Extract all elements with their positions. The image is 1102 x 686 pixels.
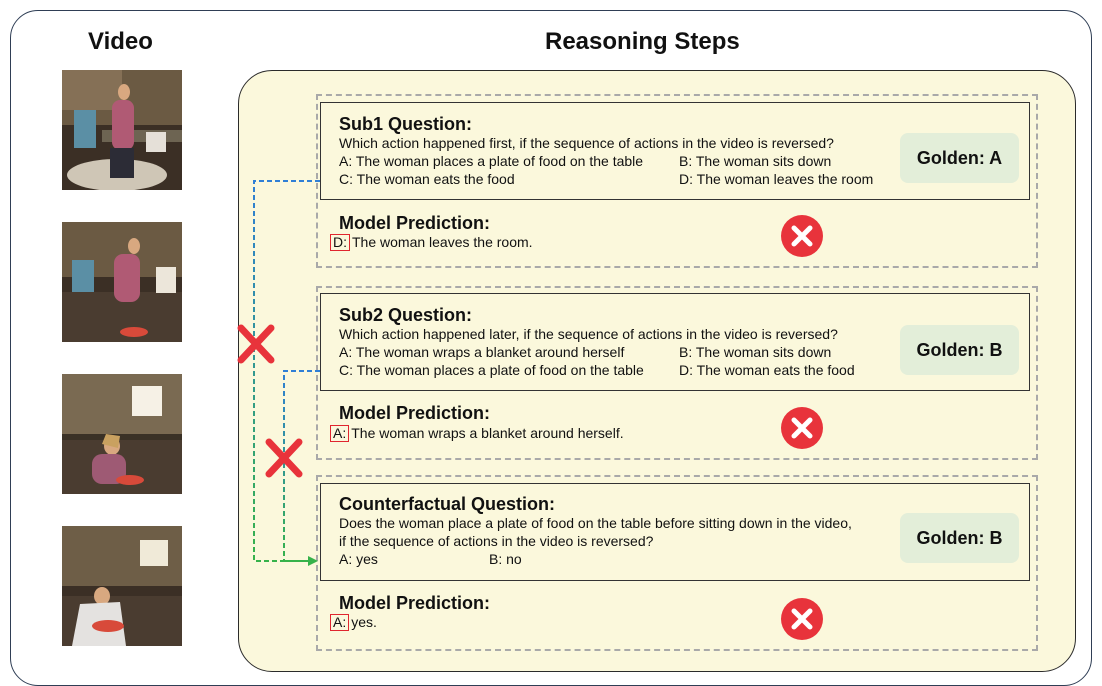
sub2-question-text: Which action happened later, if the sequ… xyxy=(339,326,838,342)
sub2-option-b: B: The woman sits down xyxy=(679,344,832,360)
counterfactual-prediction-title: Model Prediction: xyxy=(339,593,491,613)
video-frame-1 xyxy=(62,70,182,190)
step-sub2 xyxy=(316,286,1038,460)
sub1-question-text: Which action happened first, if the sequ… xyxy=(339,135,834,151)
video-frame-3 xyxy=(62,374,182,494)
video-column-title: Video xyxy=(88,28,153,55)
counterfactual-prediction: A:yes. xyxy=(330,614,377,631)
sub2-question-title: Sub2 Question: xyxy=(339,305,473,325)
counterfactual-question-title: Counterfactual Question: xyxy=(339,494,556,514)
counterfactual-question-line1: Does the woman place a plate of food on … xyxy=(339,515,852,531)
counterfactual-golden-answer: Golden: B xyxy=(900,513,1019,563)
sub1-prediction-letter: D: xyxy=(330,234,350,251)
sub2-question-box xyxy=(320,293,1030,391)
counterfactual-option-b: B: no xyxy=(489,551,522,567)
wrong-x-circle-icon xyxy=(781,598,823,640)
sub1-option-a: A: The woman places a plate of food on t… xyxy=(339,153,644,169)
video-frame-4 xyxy=(62,526,182,646)
sub2-link-line xyxy=(283,370,320,561)
sub1-question-box xyxy=(320,102,1030,200)
sub2-option-c: C: The woman places a plate of food on t… xyxy=(339,362,644,378)
counterfactual-prediction-letter: A: xyxy=(330,614,350,631)
sub2-prediction: A:The woman wraps a blanket around herse… xyxy=(330,425,624,442)
step-counterfactual xyxy=(316,475,1038,651)
sub1-option-c: C: The woman eats the food xyxy=(339,171,515,187)
sub2-golden-answer: Golden: B xyxy=(900,325,1019,375)
red-cross-mark-icon xyxy=(265,438,303,478)
arrow-right-icon xyxy=(308,556,318,566)
counterfactual-question-box xyxy=(320,483,1030,581)
sub1-question-title: Sub1 Question: xyxy=(339,114,473,134)
red-cross-mark-icon xyxy=(237,324,275,364)
counterfactual-option-a: A: yes xyxy=(339,551,378,567)
sub2-prediction-title: Model Prediction: xyxy=(339,403,491,423)
sub1-golden-answer: Golden: A xyxy=(900,133,1019,183)
sub2-prediction-text: The woman wraps a blanket around herself… xyxy=(351,425,624,441)
video-frame-2 xyxy=(62,222,182,342)
sub1-prediction: D:The woman leaves the room. xyxy=(330,234,533,251)
sub2-option-a: A: The woman wraps a blanket around hers… xyxy=(339,344,625,360)
sub1-option-b: B: The woman sits down xyxy=(679,153,832,169)
sub1-prediction-text: The woman leaves the room. xyxy=(352,234,533,250)
sub2-option-d: D: The woman eats the food xyxy=(679,362,855,378)
reasoning-steps-title: Reasoning Steps xyxy=(545,28,740,55)
counterfactual-question-line2: if the sequence of actions in the video … xyxy=(339,533,654,549)
sub2-prediction-letter: A: xyxy=(330,425,350,442)
sub1-link-line xyxy=(253,180,320,562)
counterfactual-prediction-text: yes. xyxy=(351,614,377,630)
wrong-x-circle-icon xyxy=(781,407,823,449)
wrong-x-circle-icon xyxy=(781,215,823,257)
sub1-prediction-title: Model Prediction: xyxy=(339,213,491,233)
sub1-option-d: D: The woman leaves the room xyxy=(679,171,874,187)
